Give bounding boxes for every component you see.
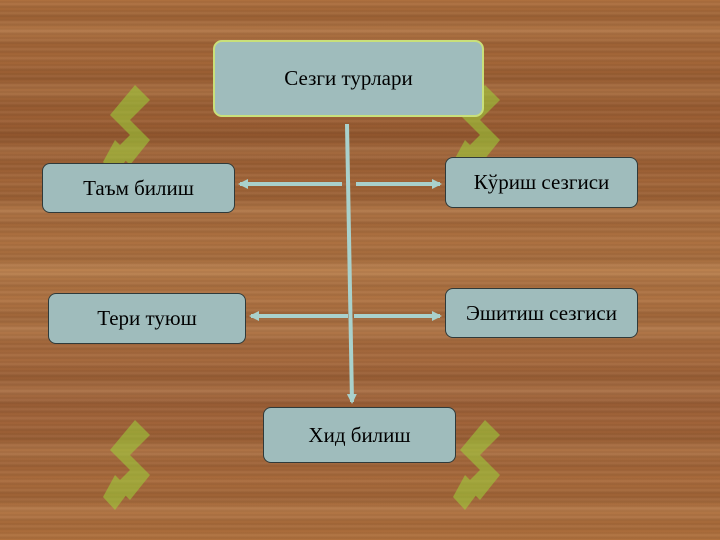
taste-node: Таъм билиш [42,163,235,213]
hearing-node-label: Эшитиш сезгиси [466,300,617,325]
connector-trunk [345,123,357,404]
sight-node: Кўриш сезгиси [445,157,638,208]
root-node: Сезги турлари [213,40,484,117]
watermark-logo-icon [103,420,150,510]
smell-node: Хид билиш [263,407,456,463]
root-node-label: Сезги турлари [284,66,413,90]
sight-node-label: Кўриш сезгиси [473,170,610,194]
hearing-node: Эшитиш сезгиси [445,288,638,338]
watermark-logo-icon [453,420,500,510]
smell-node-label: Хид билиш [308,422,411,447]
touch-node: Тери туюш [48,293,246,344]
touch-node-label: Тери туюш [97,306,197,330]
taste-node-label: Таъм билиш [83,175,194,200]
